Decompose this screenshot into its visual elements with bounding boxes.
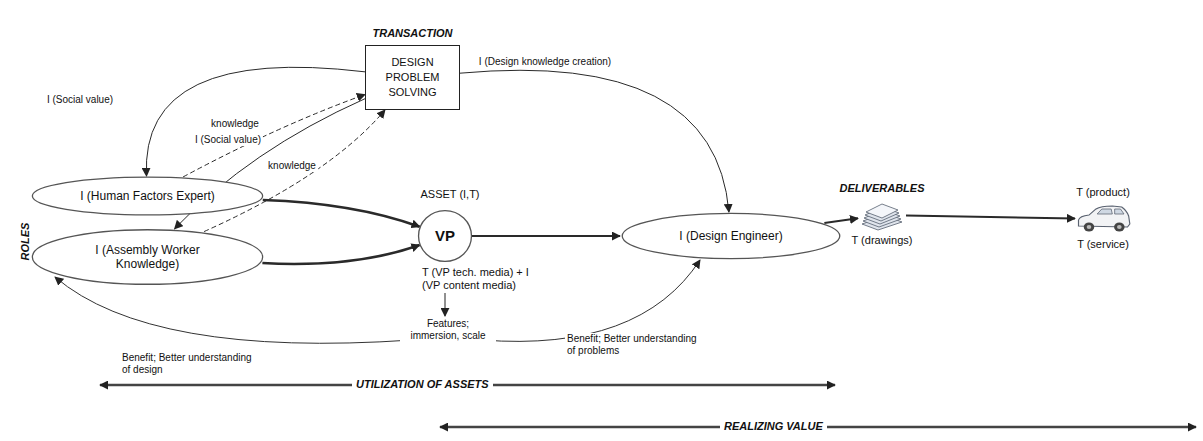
note-label: Features; immersion, scale [400,318,496,342]
deliverable-icon: DELIVERABLEST (drawings) [858,198,906,232]
connector [263,200,420,227]
drawings-icon [858,198,906,232]
note-label: T (VP tech. media) + I (VP content media… [420,266,544,292]
asset-circle: VP [418,209,472,263]
edge-label: I (Social value) [45,94,115,106]
role-ellipse: I (Design Engineer) [620,212,842,260]
feature-arrow [445,293,446,316]
connector [262,245,419,264]
node-text: I (Design Engineer) [679,229,782,243]
benefit-curve [55,277,412,343]
note-label: ASSET (I,T) [413,188,487,201]
product-icon: T (product)T (service) [1075,202,1131,236]
role-ellipse: I (Assembly Worker Knowledge) [30,228,265,286]
node-heading: T (product) [1076,186,1130,199]
node-text: VP [435,227,455,245]
connector [472,235,620,237]
dashed-connector [183,95,365,177]
node-caption: T (drawings) [852,234,913,247]
edge-label: I (Social value) [193,134,263,146]
connector [906,215,1075,218]
note-label: UTILIZATION OF ASSETS [352,378,493,391]
dashed-connector [204,110,385,232]
node-heading: TRANSACTION [372,27,452,40]
process-box: TRANSACTIONDESIGN PROBLEM SOLVING [365,45,460,110]
role-ellipse: I (Human Factors Expert) [30,176,265,216]
node-text: I (Assembly Worker Knowledge) [73,243,223,272]
note-label: Benefit; Better understanding of problem… [565,333,699,357]
node-text: DESIGN PROBLEM SOLVING [371,55,454,100]
edge-label: knowledge [209,118,261,130]
edge-label: I (Design knowledge creation) [477,56,613,68]
note-label: REALIZING VALUE [720,420,827,433]
node-caption: T (service) [1077,238,1129,251]
node-text: I (Human Factors Expert) [80,189,215,203]
connector [460,70,729,212]
node-heading: DELIVERABLES [840,182,925,195]
connector [824,218,858,223]
edge-label: knowledge [266,160,318,172]
axis-label: ROLES [19,216,32,268]
note-label: Benefit; Better understanding of design [120,352,264,376]
car-icon [1075,202,1131,236]
